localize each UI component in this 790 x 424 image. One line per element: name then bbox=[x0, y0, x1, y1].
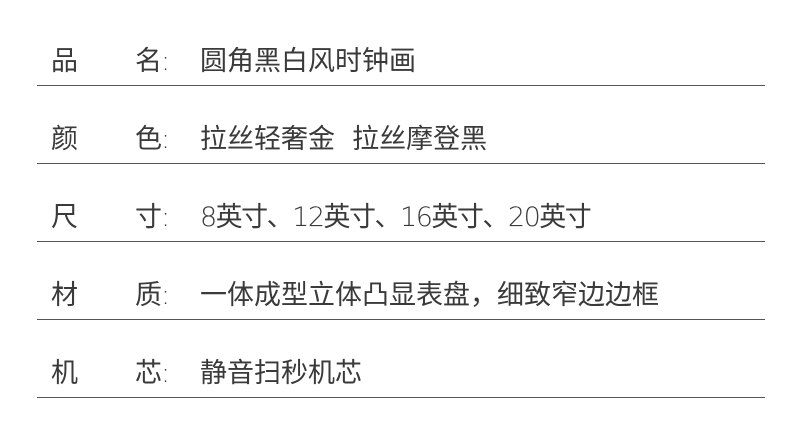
spec-label-char: 尺 bbox=[51, 202, 78, 233]
spec-label-char: 芯 bbox=[135, 358, 162, 389]
spec-label-char: 寸 bbox=[135, 202, 162, 233]
spec-value: 拉丝轻奢金 拉丝摩登黑 bbox=[200, 124, 488, 155]
spec-table: 品 名 : 圆角黑白风时钟画 颜 色 : 拉丝轻奢金 拉丝摩登黑 尺 寸 : 8… bbox=[37, 8, 765, 398]
spec-row-size: 尺 寸 : 8英寸、12英寸、16英寸、20英寸 bbox=[37, 164, 765, 242]
spec-value: 一体成型立体凸显表盘，细致窄边边框 bbox=[200, 280, 659, 311]
spec-colon: : bbox=[161, 358, 171, 389]
spec-label-char: 颜 bbox=[51, 124, 78, 155]
spec-value: 静音扫秒机芯 bbox=[200, 358, 362, 389]
spec-row-color: 颜 色 : 拉丝轻奢金 拉丝摩登黑 bbox=[37, 86, 765, 164]
spec-value: 8英寸、12英寸、16英寸、20英寸 bbox=[200, 202, 592, 233]
spec-label-char: 品 bbox=[51, 46, 78, 77]
spec-label-char: 色 bbox=[135, 124, 162, 155]
spec-label-char: 名 bbox=[135, 46, 162, 77]
spec-row-name: 品 名 : 圆角黑白风时钟画 bbox=[37, 8, 765, 86]
spec-label-char: 机 bbox=[51, 358, 78, 389]
spec-colon: : bbox=[161, 124, 171, 155]
spec-value: 圆角黑白风时钟画 bbox=[200, 46, 416, 77]
spec-colon: : bbox=[161, 202, 171, 233]
spec-colon: : bbox=[161, 46, 171, 77]
spec-label-char: 材 bbox=[51, 280, 78, 311]
spec-colon: : bbox=[161, 280, 171, 311]
spec-label-char: 质 bbox=[135, 280, 162, 311]
spec-row-movement: 机 芯 : 静音扫秒机芯 bbox=[37, 320, 765, 398]
spec-row-material: 材 质 : 一体成型立体凸显表盘，细致窄边边框 bbox=[37, 242, 765, 320]
